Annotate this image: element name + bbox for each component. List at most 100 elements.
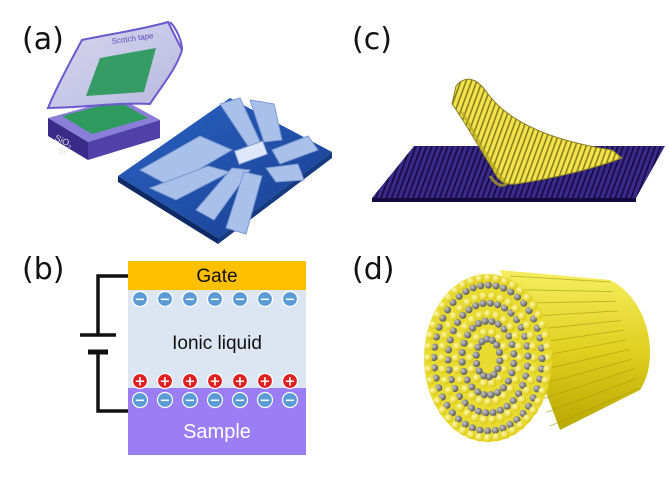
positive-ion [256, 372, 274, 390]
metal-atom [430, 353, 438, 362]
sulfur-atom [461, 322, 470, 332]
sulfur-atom [444, 414, 453, 423]
electron-sign: − [185, 394, 196, 409]
sulfur-atom [467, 365, 476, 374]
sulfur-atom [429, 387, 438, 396]
electron [206, 391, 224, 409]
negative-ions-row-gate: −−−−−−− [131, 290, 299, 308]
electron [281, 391, 299, 409]
sulfur-atom [526, 376, 536, 385]
sulfur-atom [475, 432, 484, 442]
metal-atom [480, 390, 488, 399]
metal-atom [500, 304, 509, 312]
sulfur-atom [506, 384, 515, 394]
sulfur-atom [522, 386, 532, 395]
sulfur-atom [511, 375, 520, 385]
sulfur-atom [492, 311, 501, 320]
scroll-rings [423, 273, 553, 443]
metal-atom [484, 281, 492, 289]
sulfur-atom [492, 432, 501, 442]
sulfur-atom [516, 286, 525, 295]
sulfur-atom [488, 415, 497, 424]
sulfur-atom [424, 365, 433, 374]
metal-atom [491, 426, 499, 434]
sulfur-atom [423, 353, 433, 363]
metal-atom [510, 350, 518, 358]
sulfur-atom [444, 321, 454, 330]
sulfur-atom [543, 342, 552, 351]
sulfur-atom [504, 409, 513, 418]
metal-atom [513, 293, 522, 301]
metal-atom [462, 287, 470, 295]
sulfur-atom [429, 320, 438, 329]
sulfur-atom [440, 376, 450, 385]
metal-atom [514, 390, 523, 398]
metal-atom [445, 366, 453, 374]
negative-ion-sign: − [285, 293, 296, 308]
sulfur-atom [456, 375, 465, 385]
metal-atom [489, 408, 497, 417]
sulfur-atom [452, 365, 462, 374]
sulfur-atom [433, 397, 442, 406]
sulfur-atom [466, 277, 476, 286]
peeling-yellow-flake [451, 78, 623, 185]
metal-atom [469, 284, 477, 292]
sulfur-atom [543, 353, 553, 363]
metal-atom [488, 317, 496, 326]
sulfur-atom [458, 281, 468, 290]
electron-sign: − [160, 394, 171, 409]
sulfur-atom [487, 328, 497, 337]
panel-label-a: (a) [22, 22, 64, 57]
sulfur-atom [479, 379, 489, 388]
negative-ion [281, 290, 299, 308]
sulfur-atom [538, 320, 547, 329]
ionic-liquid-label: Ionic liquid [172, 333, 262, 354]
sulfur-atom [438, 406, 447, 415]
negative-ion-sign: − [135, 293, 146, 308]
metal-atom [468, 324, 477, 332]
tube-stripe [509, 275, 611, 283]
metal-atom [472, 359, 481, 368]
positive-ion [156, 372, 174, 390]
metal-atom [474, 319, 483, 328]
sulfur-atom [461, 384, 470, 394]
sulfur-atom [543, 365, 552, 374]
sulfur-atom [433, 310, 442, 319]
sulfur-atom [511, 403, 520, 412]
metal-atom [448, 409, 456, 417]
sulfur-atom [523, 414, 532, 423]
sulfur-atom [444, 386, 454, 395]
metal-atom [449, 327, 457, 335]
panel-label-d: (d) [352, 252, 395, 287]
sulfur-atom [471, 413, 480, 422]
scotch-tape [46, 20, 184, 110]
sulfur-atom [471, 294, 480, 303]
sulfur-atom [479, 415, 488, 424]
metal-atom [494, 301, 502, 309]
metal-atom [458, 358, 466, 366]
sulfur-atom [504, 298, 513, 307]
sulfur-atom [496, 294, 505, 303]
sulfur-atom [475, 396, 484, 405]
metal-atom [468, 424, 477, 432]
sulfur-atom [426, 376, 435, 385]
sulfur-atom [499, 315, 509, 325]
metal-atom [538, 354, 546, 363]
electron [231, 391, 249, 409]
sulfur-atom [475, 274, 484, 284]
sulfur-atom [456, 304, 465, 313]
metal-atom [472, 351, 480, 359]
electron [256, 391, 274, 409]
sulfur-atom [467, 315, 477, 325]
metal-atom [495, 348, 504, 357]
metal-atom [521, 332, 529, 340]
negative-ion-sign: − [235, 293, 246, 308]
metal-atom [472, 302, 480, 310]
electron [181, 391, 199, 409]
sulfur-atom [500, 430, 510, 439]
panel-b-gating-diagram: Gate Sample Ionic liquid −−−−−−− +++++++… [80, 261, 306, 455]
metal-atom [537, 365, 545, 373]
metal-atom [493, 388, 502, 397]
sulfur-atom [511, 304, 520, 313]
